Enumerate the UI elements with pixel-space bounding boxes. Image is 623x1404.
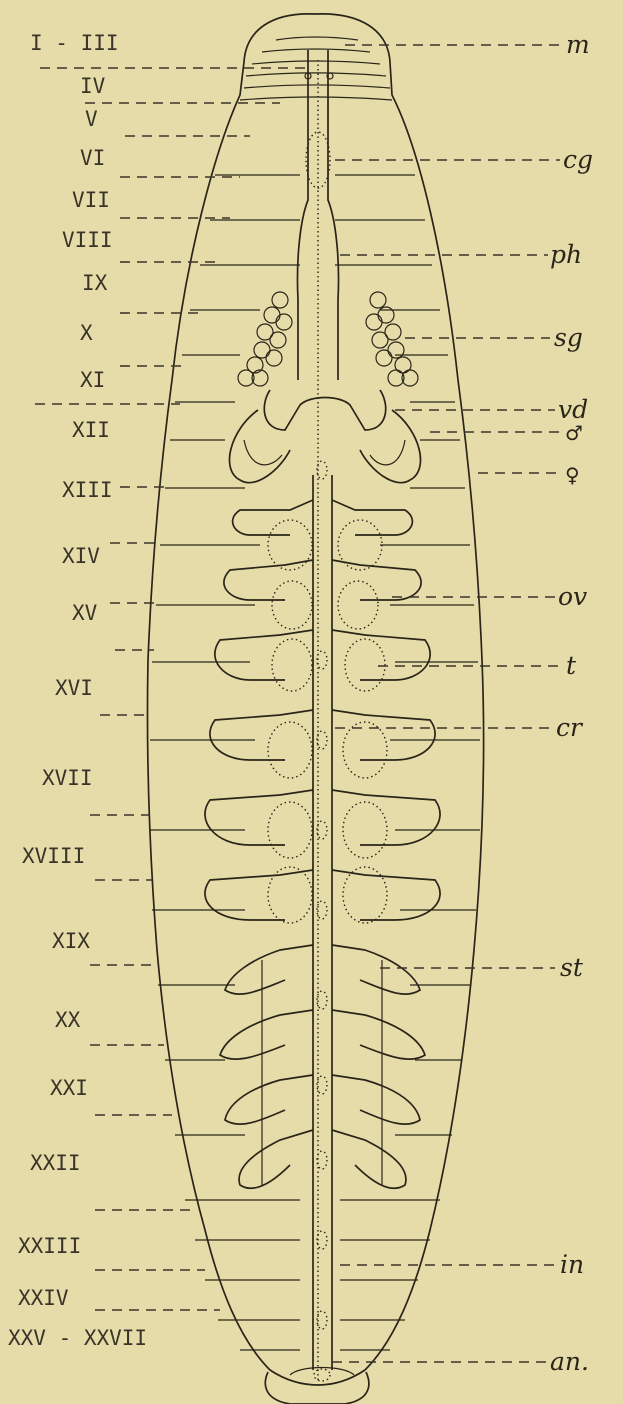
segment-label-7: IX [82,271,108,295]
anal-region [290,1368,354,1382]
label-mouth: m [566,30,590,59]
segment-label-22: XXIV [18,1286,69,1310]
label-pharynx: ph [550,240,582,269]
segment-label-14: XVI [55,676,93,700]
segment-label-18: XX [55,1008,81,1032]
segment-label-6: VIII [62,228,113,252]
segment-label-8: X [80,321,93,345]
crop-caeca [205,475,440,1370]
segment-label-4: VI [80,146,105,170]
segment-label-23: XXV - XXVII [8,1326,147,1350]
label-intestine: in [560,1250,584,1279]
label-ovary: ov [558,582,587,611]
label-crop: cr [556,713,584,742]
stomach-caeca [220,945,425,1188]
label-testis: t [566,651,577,680]
salivary-glands [238,292,418,386]
label-male-symbol: ♂ [565,421,583,445]
segment-label-15: XVII [42,766,93,790]
segment-label-9: XI [80,368,105,392]
segment-label-1: I - III [30,31,119,55]
segment-label-16: XVIII [22,844,85,868]
label-salivary-glands: sg [554,323,583,352]
nerve-cord [306,60,330,1380]
segment-label-10: XII [72,418,110,442]
segment-label-2: IV [80,74,106,98]
label-cerebral-ganglion: cg [563,145,593,174]
part-labels: m cg ph sg vd ♂ ♀ ov t cr st in an. [332,30,593,1376]
segment-label-13: XV [72,601,98,625]
label-female-symbol: ♀ [565,463,580,487]
segment-label-11: XIII [62,478,113,502]
segment-label-17: XIX [52,929,90,953]
segment-label-21: XXIII [18,1234,81,1258]
male-reproductive-organs [230,390,421,483]
segment-label-5: VII [72,188,110,212]
label-stomach: st [560,953,584,982]
label-vas-deferens: vd [558,395,588,424]
body-outline [147,14,483,1404]
segment-labels: I - III IV V VI VII VIII IX X XI XII XII… [8,31,147,1350]
segment-label-19: XXI [50,1076,88,1100]
segment-label-12: XIV [62,544,100,568]
segment-label-20: XXII [30,1151,81,1175]
segment-label-3: V [85,107,98,131]
testes-ovaries [268,520,387,923]
label-anus: an. [550,1347,589,1376]
